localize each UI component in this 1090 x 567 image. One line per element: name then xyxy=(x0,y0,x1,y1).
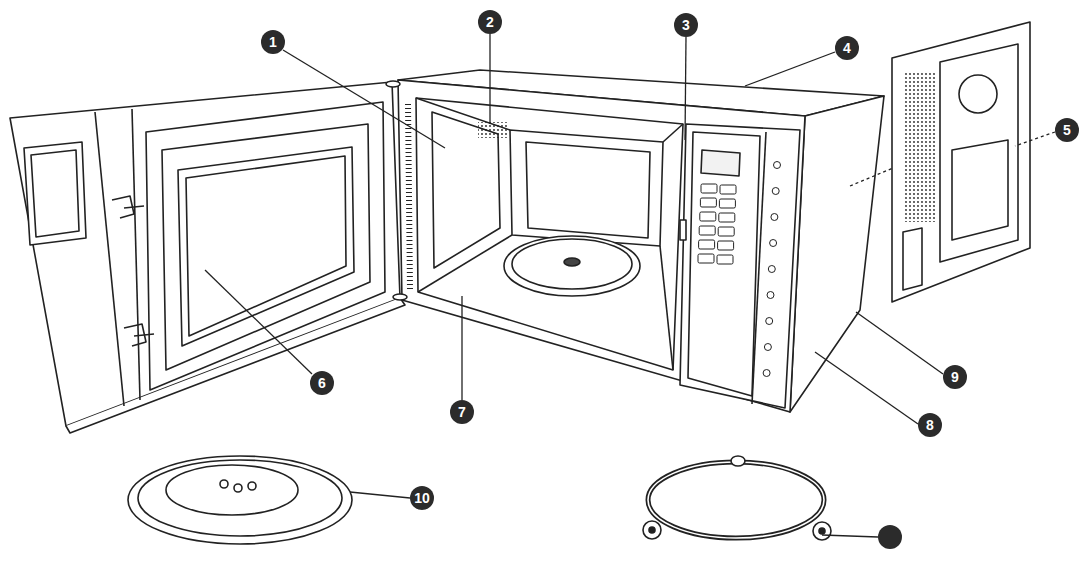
callout-number: 8 xyxy=(918,413,942,437)
touch-icon xyxy=(766,318,773,325)
door-band-line xyxy=(132,109,140,400)
keypad-button xyxy=(701,184,717,193)
exploded-panel xyxy=(892,22,1030,302)
callout-number: 1 xyxy=(261,30,285,54)
callout-number: 6 xyxy=(310,371,334,395)
leader-line xyxy=(685,37,686,140)
callout-number: 9 xyxy=(943,365,967,389)
callout-number: 2 xyxy=(478,10,502,34)
keypad-button xyxy=(700,198,716,207)
cavity-edge xyxy=(663,124,683,142)
tray-coupler xyxy=(248,482,256,490)
turntable-hub xyxy=(564,258,580,266)
keypad-button xyxy=(719,199,735,208)
keypad-button xyxy=(719,213,735,222)
keypad xyxy=(698,184,736,264)
keypad-button xyxy=(699,226,715,235)
callout-number: 3 xyxy=(674,13,698,37)
glass-tray xyxy=(128,456,352,544)
leader-line xyxy=(283,50,445,148)
front-frame xyxy=(398,80,805,412)
hinge xyxy=(386,81,400,87)
leader-line xyxy=(822,535,878,537)
leader-line xyxy=(205,270,312,374)
leader-line xyxy=(745,52,835,86)
keypad-button xyxy=(720,185,736,194)
control-panel xyxy=(680,124,800,408)
panel-hole xyxy=(959,75,997,113)
door-panel-inner xyxy=(162,124,370,370)
door-window xyxy=(178,147,354,346)
leader-line xyxy=(856,312,943,374)
callout-number: 4 xyxy=(835,36,859,60)
callout-marker xyxy=(878,525,902,549)
touch-icon xyxy=(770,240,777,247)
cavity-edge xyxy=(418,235,512,292)
tray-coupler xyxy=(234,484,242,492)
touch-icon xyxy=(774,162,781,169)
door-latch xyxy=(134,334,154,336)
leader-line xyxy=(1015,132,1055,146)
roller-ring-inner xyxy=(648,462,824,538)
keypad-button xyxy=(698,254,714,263)
keypad-button xyxy=(699,240,715,249)
cavity-edge xyxy=(660,246,673,370)
panel-slot xyxy=(903,228,922,290)
roller-axle xyxy=(649,527,655,533)
callout-number: 7 xyxy=(450,400,474,424)
door-handle xyxy=(24,142,86,245)
door-latch xyxy=(124,206,144,208)
panel-recess xyxy=(940,44,1018,262)
touch-icon xyxy=(763,370,770,377)
touch-icon xyxy=(771,214,778,221)
leader-line xyxy=(850,168,893,186)
touch-icons xyxy=(763,162,780,377)
keypad-button xyxy=(717,255,733,264)
door-window-inner xyxy=(186,156,346,336)
touch-icon xyxy=(772,188,779,195)
glass-tray-rim xyxy=(138,460,342,536)
door-panel xyxy=(146,102,385,390)
turntable-rim xyxy=(512,239,632,289)
control-panel-line xyxy=(752,132,766,404)
leader-line xyxy=(489,34,490,124)
callout-number: 10 xyxy=(410,486,434,510)
keypad-button xyxy=(718,227,734,236)
glass-tray-center xyxy=(166,465,298,515)
panel-opening xyxy=(952,140,1008,240)
door-band-line xyxy=(95,112,124,406)
back-wall-inset xyxy=(526,142,650,238)
keypad-button xyxy=(700,212,716,221)
leader-line xyxy=(815,352,918,424)
roller-ring xyxy=(648,462,824,538)
roller-axle xyxy=(819,528,825,534)
keypad-button xyxy=(718,241,734,250)
roller-wheel xyxy=(643,521,661,539)
tray-coupler xyxy=(220,480,228,488)
door-handle-inner xyxy=(31,150,79,237)
callout-number: 5 xyxy=(1055,118,1079,142)
control-panel-frame xyxy=(688,132,760,396)
touch-icon xyxy=(767,292,774,299)
door-seal-vent xyxy=(408,104,410,290)
turntable-in-cavity xyxy=(504,236,640,296)
cavity-vent xyxy=(478,122,508,138)
roller-wheel xyxy=(813,522,831,540)
touch-icon xyxy=(768,266,775,273)
panel-vent xyxy=(903,72,935,222)
display xyxy=(701,150,740,176)
cavity-back-wall xyxy=(510,130,663,246)
hinge xyxy=(393,294,407,300)
leader-line xyxy=(461,296,462,400)
roller-wheel xyxy=(731,456,745,466)
door-switch xyxy=(680,220,686,240)
touch-icon xyxy=(764,344,771,351)
leader-line xyxy=(350,492,410,498)
cavity-opening xyxy=(416,98,683,370)
